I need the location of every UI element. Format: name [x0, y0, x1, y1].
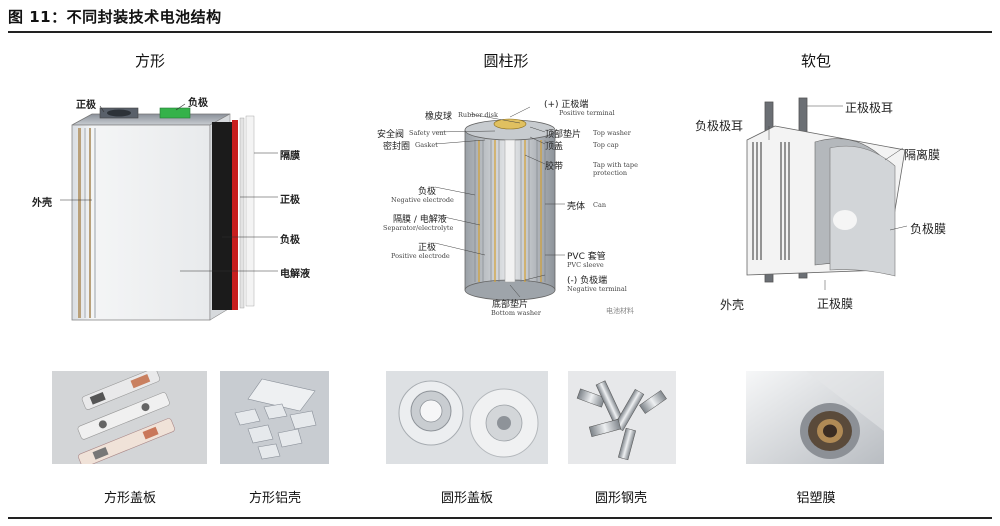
round-can-photo — [568, 371, 676, 464]
cyl-rubber-disk-label: 橡皮球 — [425, 112, 453, 122]
cyl-safety-vent-en: Safety vent — [409, 129, 447, 137]
cyl-positive-terminal-en: Positive terminal — [559, 109, 615, 117]
column-title-prismatic: 方形 — [134, 52, 165, 70]
caption-prismatic-lid: 方形盖板 — [103, 491, 156, 506]
cyl-tape-en-1: Tap with tape — [593, 161, 638, 169]
caption-prismatic-case: 方形铝壳 — [248, 491, 301, 506]
cyl-neg-terminal-label: (-) 负极端 — [567, 276, 608, 286]
column-title-cylindrical: 圆柱形 — [483, 52, 529, 70]
cyl-separator-en: Separator/electrolyte — [383, 224, 454, 232]
cyl-tape-label: 胶带 — [545, 162, 564, 172]
cyl-tape-en-2: protection — [593, 169, 628, 177]
caption-round-can: 圆形钢壳 — [594, 491, 647, 506]
prismatic-positive-tab-label: 正极 — [76, 100, 96, 111]
prismatic-electrolyte-label: 电解液 — [280, 269, 310, 280]
pouch-negative-tab-label: 负极极耳 — [695, 119, 744, 133]
cyl-neg-electrode-label: 负极 — [418, 187, 437, 197]
prismatic-cell-diagram — [60, 103, 278, 321]
pouch-cathode-label: 正极膜 — [817, 297, 854, 311]
cyl-pos-electrode-label: 正极 — [418, 243, 437, 253]
round-lid-photo — [386, 371, 548, 464]
cyl-separator-label: 隔膜 / 电解液 — [393, 215, 447, 225]
prismatic-separator-label: 隔膜 — [280, 151, 300, 162]
cyl-safety-vent-label: 安全阀 — [377, 130, 405, 140]
cyl-positive-terminal-label: (+) 正极端 — [544, 100, 589, 110]
prismatic-anode-label: 负极 — [280, 235, 300, 246]
top-rule — [8, 31, 992, 33]
cyl-can-en: Can — [593, 201, 607, 209]
cyl-pvc-en: PVC sleeve — [567, 261, 604, 269]
cyl-neg-terminal-en: Negative terminal — [567, 285, 627, 293]
pouch-positive-tab-label: 正极极耳 — [845, 101, 894, 115]
cyl-pvc-label: PVC 套管 — [567, 252, 606, 262]
figure-title: 图 11：不同封装技术电池结构 — [8, 8, 222, 26]
cylindrical-leader-lines — [434, 106, 565, 298]
cylindrical-cell-diagram — [464, 118, 556, 301]
prismatic-case-label: 外壳 — [32, 198, 52, 209]
prismatic-negative-tab-label: 负极 — [188, 98, 208, 109]
prismatic-case-photo — [220, 371, 329, 464]
cyl-rubber-disk-en: Rubber disk — [458, 111, 498, 119]
column-title-pouch: 软包 — [800, 52, 831, 70]
cyl-bottom-washer-en: Bottom washer — [491, 309, 541, 317]
cyl-can-label: 壳体 — [567, 202, 586, 212]
cyl-watermark: 电池材料 — [606, 307, 634, 315]
cyl-top-cap-en: Top cap — [593, 141, 619, 149]
caption-round-lid: 圆形盖板 — [440, 491, 493, 506]
cyl-gasket-label: 密封圈 — [383, 142, 411, 152]
cyl-gasket-en: Gasket — [415, 141, 438, 149]
cyl-pos-electrode-en: Positive electrode — [391, 252, 450, 260]
pouch-cell-diagram — [746, 97, 908, 290]
pouch-case-label: 外壳 — [720, 298, 745, 312]
cyl-bottom-washer-label: 底部垫片 — [492, 300, 529, 310]
caption-laminate: 铝塑膜 — [796, 491, 836, 506]
prismatic-cathode-label: 正极 — [280, 195, 300, 206]
cyl-top-washer-en: Top washer — [593, 129, 631, 137]
prismatic-lid-photo — [52, 371, 207, 464]
cyl-neg-electrode-en: Negative electrode — [391, 196, 454, 204]
cyl-top-washer-label: 顶部垫片 — [545, 130, 582, 140]
cyl-top-cap-label: 顶盖 — [545, 142, 564, 152]
laminate-photo — [746, 371, 884, 464]
bottom-rule — [8, 517, 992, 519]
pouch-anode-label: 负极膜 — [910, 222, 947, 236]
pouch-separator-label: 隔离膜 — [904, 148, 941, 162]
